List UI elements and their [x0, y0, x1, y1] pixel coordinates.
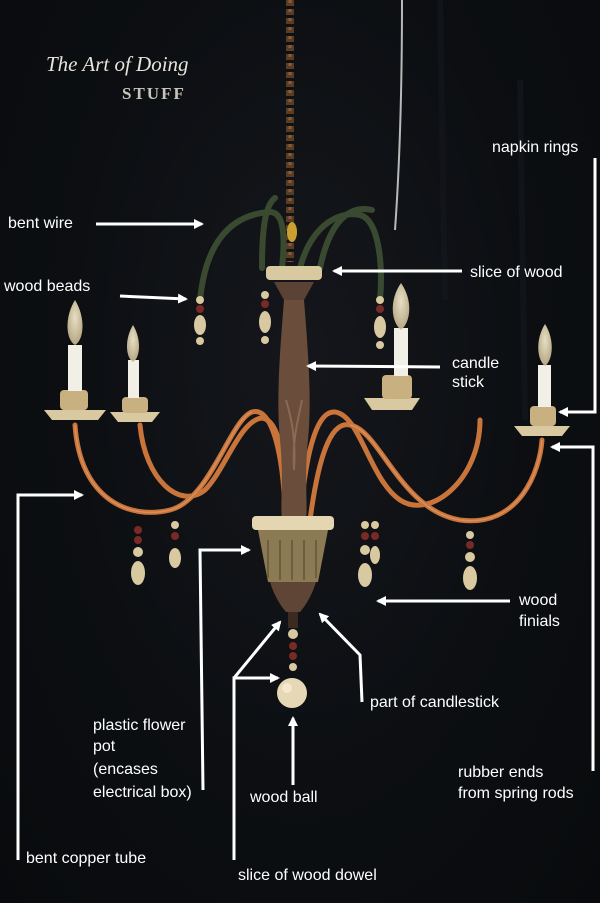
annotation-arrows — [16, 158, 597, 860]
candle-right-inner — [364, 283, 420, 410]
bottom-neck — [288, 612, 298, 628]
hook — [287, 222, 297, 242]
bottom-bead — [289, 642, 297, 650]
label-napkin-rings: napkin rings — [492, 139, 579, 156]
label-wood-ball: wood ball — [250, 789, 318, 806]
candlestick-bottom — [270, 582, 316, 612]
arrow-candle-stick — [306, 361, 441, 372]
arrow-rubber-ends — [550, 442, 595, 771]
slice-of-wood-top — [266, 266, 322, 280]
arrow-bent-copper-tube — [16, 490, 84, 860]
candle-right-outer — [514, 324, 570, 436]
bottom-bead — [289, 663, 297, 671]
arrow-napkin-rings — [558, 158, 597, 417]
candlestick-body — [278, 300, 310, 520]
bottom-bead — [289, 652, 297, 660]
arrow-plastic-pot — [198, 545, 251, 791]
bottom-bead — [288, 629, 298, 639]
arrow-wood-beads — [119, 293, 188, 304]
label-plastic-pot-line3: (encases — [93, 761, 158, 778]
label-wood-beads: wood beads — [4, 278, 91, 295]
arrow-part-of-candlestick — [318, 612, 364, 703]
label-candle-stick-line1: candle — [452, 355, 500, 372]
background-shadows — [437, 0, 528, 421]
arrow-dowel-to-neck — [232, 620, 282, 679]
label-bent-wire: bent wire — [8, 215, 73, 232]
watermark-title: The Art of Doing — [46, 52, 189, 76]
candle-left-outer — [44, 300, 106, 420]
flower-pot-rim — [252, 516, 334, 530]
label-wood-finials-line1: wood — [519, 592, 558, 609]
label-plastic-pot-line2: pot — [93, 738, 116, 755]
wood-ball — [277, 678, 307, 708]
hanging-cord — [394, 0, 403, 231]
wood-ball-highlight — [282, 683, 292, 693]
wood-bead-drops — [131, 291, 477, 590]
candlestick-neck — [274, 282, 314, 300]
label-wood-finials-line2: finials — [519, 613, 560, 630]
label-rubber-ends-line1: rubber ends — [458, 764, 544, 781]
label-plastic-pot-line1: plastic flower — [93, 717, 186, 734]
candle-left-inner — [110, 325, 160, 422]
label-slice-of-wood-dowel: slice of wood dowel — [238, 867, 377, 884]
label-plastic-pot-line4: electrical box) — [93, 784, 192, 801]
candlestick-carving — [285, 399, 303, 471]
label-bent-copper-tube: bent copper tube — [26, 850, 147, 867]
watermark-subtitle: STUFF — [122, 84, 186, 103]
flower-pot-ribs — [267, 540, 317, 580]
label-slice-of-wood: slice of wood — [470, 264, 563, 281]
label-rubber-ends-line2: from spring rods — [458, 785, 574, 802]
label-candle-stick-line2: stick — [452, 374, 484, 391]
copper-arms-highlight — [74, 411, 543, 522]
label-part-of-candlestick: part of candlestick — [370, 694, 499, 711]
